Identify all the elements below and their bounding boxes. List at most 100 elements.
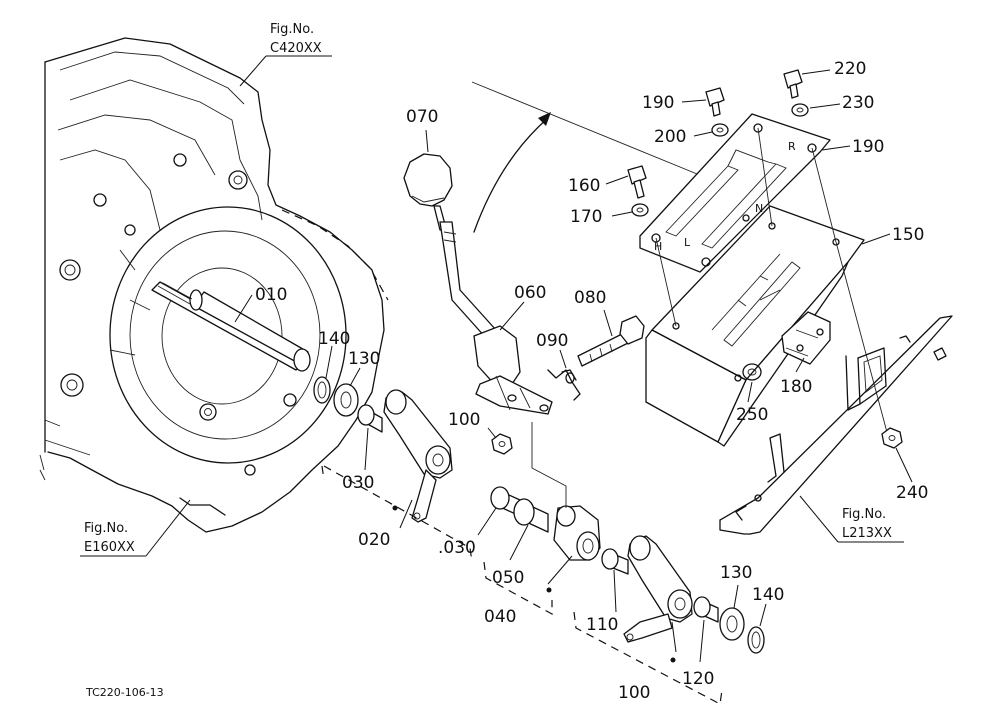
label-050: 050 [492, 568, 524, 588]
leader-250 [747, 381, 753, 403]
arm-110 [623, 535, 693, 643]
fig-title-l213xx: Fig.No. [842, 507, 886, 522]
label-190: 190 [642, 93, 674, 113]
label-100: 100 [448, 410, 480, 430]
label-210: 190 [852, 137, 884, 157]
washer-200 [711, 123, 729, 137]
washer-130-right [719, 607, 745, 641]
transmission-housing [39, 37, 389, 533]
washer-250 [742, 363, 762, 381]
label-070: 070 [406, 107, 438, 127]
bushing-030-left [357, 404, 383, 433]
leader-030-left [364, 427, 369, 471]
label-230: 230 [842, 93, 874, 113]
leader-220 [801, 69, 831, 75]
leader-210 [821, 145, 851, 151]
nut-240 [881, 427, 903, 449]
frame-bracket [719, 315, 953, 535]
fig-code-e160xx: E160XX [84, 540, 135, 555]
label-140-right: 140 [752, 585, 784, 605]
label-110: 100 [618, 683, 650, 703]
dot-040 [546, 587, 552, 593]
bushing-120-top [601, 548, 629, 575]
fig-ref-c420xx: Fig.No. C420XX [239, 22, 332, 87]
dot-110 [670, 657, 676, 663]
label-240: 240 [896, 483, 928, 503]
leader-130-left [349, 367, 361, 387]
fig-code-c420xx: C420XX [270, 41, 322, 56]
leader-230 [809, 103, 841, 109]
label-120-top: 110 [586, 615, 618, 635]
leader-110 [671, 621, 677, 653]
bushing-120-bottom [693, 596, 719, 623]
leader-120-bottom [699, 619, 705, 663]
leader-080 [603, 309, 613, 337]
plate-mark-r: R [788, 140, 796, 153]
leader-150 [861, 233, 891, 245]
circlip-140-right [747, 626, 765, 654]
leader-200 [693, 131, 713, 137]
nut-100 [491, 433, 513, 455]
leader-240 [895, 447, 913, 483]
fig-title-e160xx: Fig.No. [84, 521, 128, 536]
bracket-180 [781, 311, 831, 365]
label-140-left: 140 [318, 329, 350, 349]
label-030-left: 030 [342, 473, 374, 493]
bolt-190 [705, 87, 725, 117]
label-020: 020 [358, 530, 390, 550]
leader-060 [499, 301, 525, 331]
bracket-040 [483, 561, 553, 616]
direction-arrow [473, 112, 551, 233]
leader-050 [509, 524, 529, 561]
leader-020 [399, 499, 413, 529]
leader-040 [547, 555, 573, 585]
shaft-010 [151, 281, 311, 372]
bolt-080 [577, 315, 645, 367]
drawing-code: TC220-106-13 [85, 686, 164, 699]
link-line [531, 422, 567, 508]
leader-120-top [613, 569, 617, 613]
sleeve-040 [553, 505, 601, 561]
bolt-160 [627, 165, 647, 199]
leader-010 [234, 294, 253, 323]
guide-line [471, 81, 703, 177]
label-090: 090 [536, 331, 568, 351]
label-060: 060 [514, 283, 546, 303]
leader-140-left [325, 345, 333, 379]
guide-lines-plate [655, 127, 889, 437]
bracket-110 [573, 611, 723, 705]
label-180: 180 [780, 377, 812, 397]
label-030-middle: .030 [438, 538, 476, 558]
leader-070 [425, 129, 429, 153]
fig-title-c420xx: Fig.No. [270, 22, 314, 37]
label-010: 010 [255, 285, 287, 305]
label-200: 200 [654, 127, 686, 147]
label-160: 160 [568, 176, 600, 196]
leader-180 [795, 357, 805, 373]
lever-knob-070 [403, 153, 453, 231]
label-130-right: 130 [720, 563, 752, 583]
leader-100 [487, 427, 497, 439]
leader-090 [559, 349, 567, 369]
leader-160 [605, 175, 629, 185]
bracket-020 [321, 465, 473, 563]
label-220: 220 [834, 59, 866, 79]
label-040: 040 [484, 607, 516, 627]
leader-170 [611, 211, 633, 217]
bolt-220 [783, 69, 803, 99]
label-150: 150 [892, 225, 924, 245]
shift-plate-210 [639, 113, 831, 273]
arm-020 [383, 389, 453, 523]
leader-140-right [759, 603, 767, 627]
label-120-bottom: 120 [682, 669, 714, 689]
label-170: 170 [570, 207, 602, 227]
plate-mark-l: L [684, 236, 691, 249]
plate-mark-n: N [755, 202, 763, 215]
dot-020 [392, 505, 398, 511]
label-130-left: 130 [348, 349, 380, 369]
leader-190 [681, 99, 707, 103]
fig-ref-e160xx: Fig.No. E160XX [80, 499, 191, 557]
guide-box-150 [645, 205, 865, 447]
washer-170 [631, 203, 649, 217]
